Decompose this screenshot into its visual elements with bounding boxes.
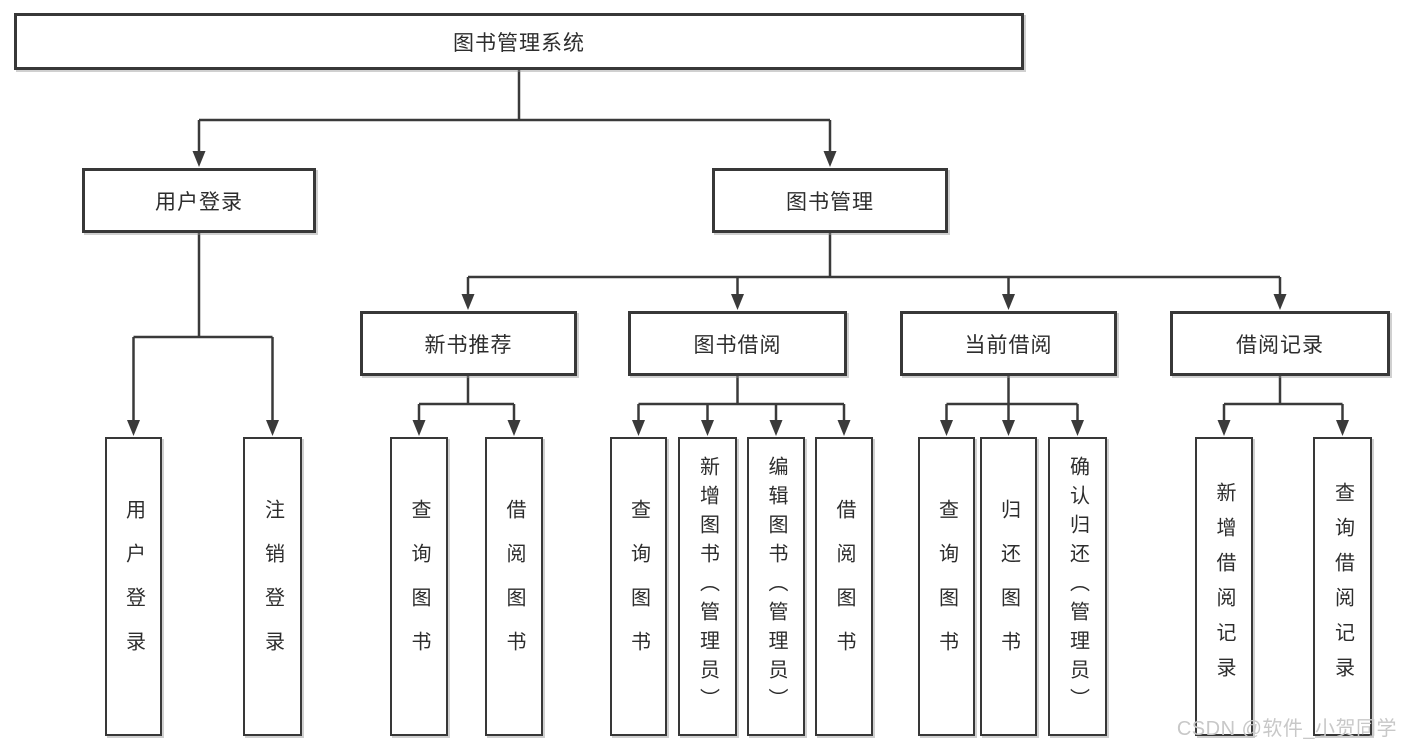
node-new-book-recommend: 新书推荐 [360,311,577,376]
leaf-label: 新增图书（管理员） [696,456,719,717]
leaf-label: 查询借阅记录 [1331,481,1354,692]
node-book-borrowing: 图书借阅 [628,311,847,376]
watermark-csdn: CSDN @软件_小贺同学 [1176,718,1397,740]
node-label: 借阅记录 [1236,333,1324,357]
node-label: 当前借阅 [964,333,1053,357]
leaf-recommend-borrow-books: 借阅图书 [485,437,543,736]
node-label: 新书推荐 [424,333,513,357]
leaf-label: 注销登录 [261,498,284,675]
leaf-records-add-borrow-record: 新增借阅记录 [1195,437,1253,736]
leaf-label: 查询图书 [935,498,958,675]
leaf-borrow-borrow-books: 借阅图书 [815,437,873,736]
leaf-records-query-borrow-record: 查询借阅记录 [1313,437,1372,736]
node-user-login: 用户登录 [82,168,316,233]
leaf-borrow-add-books-admin: 新增图书（管理员） [678,437,737,736]
leaf-label: 编辑图书（管理员） [765,456,787,717]
leaf-label: 新增借阅记录 [1213,481,1235,692]
leaf-label: 借阅图书 [833,498,855,675]
node-book-management: 图书管理 [712,168,948,233]
leaf-label: 用户登录 [122,498,145,675]
node-label: 图书借阅 [693,333,782,357]
leaf-recommend-query-books: 查询图书 [390,437,448,736]
leaf-current-confirm-return-admin: 确认归还（管理员） [1048,437,1107,736]
leaf-borrow-edit-books-admin: 编辑图书（管理员） [747,437,805,736]
leaf-borrow-query-books: 查询图书 [610,437,667,736]
leaf-current-return-books: 归还图书 [980,437,1037,736]
arrowheads [127,151,1349,436]
leaf-label: 查询图书 [408,498,430,675]
node-current-borrowing: 当前借阅 [900,311,1117,376]
node-library-management-system: 图书管理系统 [14,13,1024,70]
leaf-label: 借阅图书 [503,498,525,675]
leaf-current-query-books: 查询图书 [918,437,975,736]
node-borrowing-records: 借阅记录 [1170,311,1390,376]
leaf-label: 确认归还（管理员） [1066,456,1089,717]
leaf-label: 查询图书 [627,498,650,675]
node-label: 图书管理 [786,190,874,214]
node-label: 图书管理系统 [453,31,585,55]
leaf-login-user-login: 用户登录 [105,437,162,736]
node-label: 用户登录 [155,190,243,214]
leaf-login-logout: 注销登录 [243,437,302,736]
leaf-label: 归还图书 [997,498,1020,675]
